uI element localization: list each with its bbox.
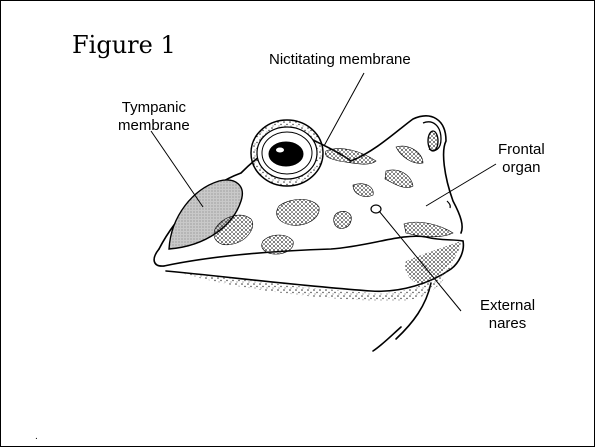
stray-mark: . — [35, 431, 38, 442]
eye — [251, 120, 323, 186]
leader-frontal — [426, 164, 496, 206]
label-tympanic-membrane: Tympanic membrane — [118, 99, 190, 135]
label-frontal-line1: Frontal — [498, 141, 545, 159]
external-nares-opening — [371, 201, 450, 213]
label-external-nares: External nares — [480, 297, 535, 333]
label-tympanic-line2: membrane — [118, 117, 190, 135]
leader-nictitating — [324, 73, 364, 146]
head-spots — [214, 146, 453, 254]
throat-stipple-dark — [405, 241, 461, 285]
label-nictitating-membrane: Nictitating membrane — [269, 51, 411, 69]
label-nares-line2: nares — [480, 315, 535, 333]
label-frontal-organ: Frontal organ — [498, 141, 545, 177]
label-nares-line1: External — [480, 297, 535, 315]
label-frontal-line2: organ — [498, 159, 545, 177]
leader-tympanic — [151, 131, 203, 207]
frontal-organ — [423, 122, 441, 151]
label-tympanic-line1: Tympanic — [118, 99, 190, 117]
